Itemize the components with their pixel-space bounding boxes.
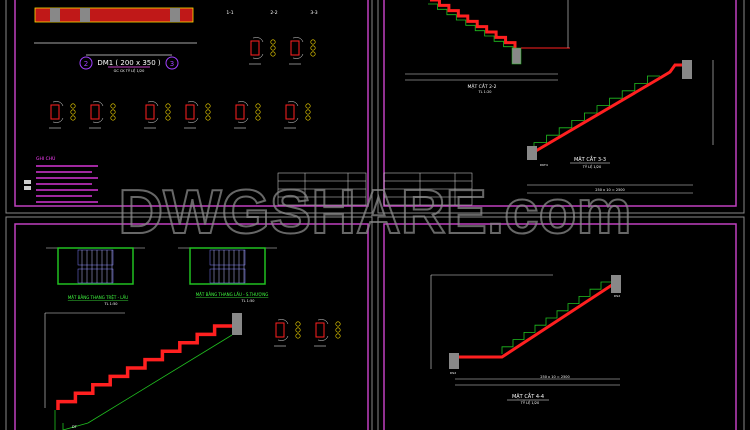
notes-block: GHI CHÚ [24, 155, 98, 203]
section-stair-ground: DT [44, 312, 242, 430]
section-scale: TL 1:20 [477, 90, 491, 94]
section-label: 2-2 [270, 10, 277, 16]
sheet-frames [5, 0, 745, 430]
section-label: 1-1 [226, 10, 233, 16]
beam-tag: DS2 [450, 371, 456, 375]
beam-cross-section [89, 101, 116, 129]
stair-plans: MẶT BẰNG THANG TRỆT - LẦU TL 1:50 MẶT BẰ… [46, 247, 277, 306]
dimension-text: 250 x 10 = 2500 [595, 188, 625, 192]
beam-title: DM1 ( 200 x 350 ) [97, 59, 161, 67]
beam-scale: GC CK TỶ LỆ 1/20 [114, 68, 145, 73]
beam-cross-section [49, 101, 76, 129]
watermark: DWGSHARE.com [118, 178, 631, 247]
beam-cross-section [314, 319, 341, 347]
sheet-border-2 [383, 0, 737, 207]
dimension-text: 250 x 10 = 2500 [540, 375, 570, 379]
stair-plan [46, 247, 145, 285]
plan-title: MẶT BẰNG THANG LẦU - S.THƯỢNG [196, 292, 269, 297]
section-2-2: MẶT CẮT 2-2 TL 1:20 [405, 0, 570, 94]
section-title: MẶT CẮT 2-2 [468, 82, 497, 90]
axis-label: 3 [170, 60, 174, 68]
sheet-border-4 [383, 223, 737, 430]
title-block [277, 172, 473, 206]
beam-cross-section [144, 101, 171, 129]
axis-label: 2 [84, 60, 88, 68]
beam-cross-sections [49, 37, 341, 347]
plan-scale: TL 1:50 [240, 299, 254, 303]
plan-title: MẶT BẰNG THANG TRỆT - LẦU [68, 295, 128, 300]
section-scale: TỶ LỆ 1/20 [582, 164, 602, 169]
section-label: 3-3 [310, 10, 317, 16]
sheet-border-1 [14, 0, 369, 207]
beam-dm1-elevation: 2 3 DM1 ( 200 x 350 ) GC CK TỶ LỆ 1/20 1… [34, 7, 318, 73]
section-4-4: 250 x 10 = 2500 DS2 DS2 MẶT CẮT 4-4 TỶ L… [430, 274, 621, 405]
beam-cross-section [234, 101, 261, 129]
beam-tag: DS2 [614, 294, 620, 298]
beam-cross-section [249, 37, 276, 65]
beam-cross-section [184, 101, 211, 129]
beam-tag: DT [72, 425, 78, 429]
section-title: MẶT CẮT 4-4 [512, 392, 544, 400]
beam-cross-section [289, 37, 316, 65]
section-3-3: 250 x 10 = 2500 DKT4 MẶT CẮT 3-3 TỶ LỆ 1… [527, 60, 714, 194]
section-scale: TỶ LỆ 1/20 [520, 400, 540, 405]
beam-tag: DKT4 [540, 163, 548, 167]
stair-plan [178, 247, 277, 285]
sheet-border-3 [14, 223, 369, 430]
notes-title: GHI CHÚ [36, 155, 55, 162]
plan-scale: TL 1:50 [103, 302, 117, 306]
beam-cross-section [284, 101, 311, 129]
beam-cross-section [274, 319, 301, 347]
section-title: MẶT CẮT 3-3 [574, 155, 606, 163]
